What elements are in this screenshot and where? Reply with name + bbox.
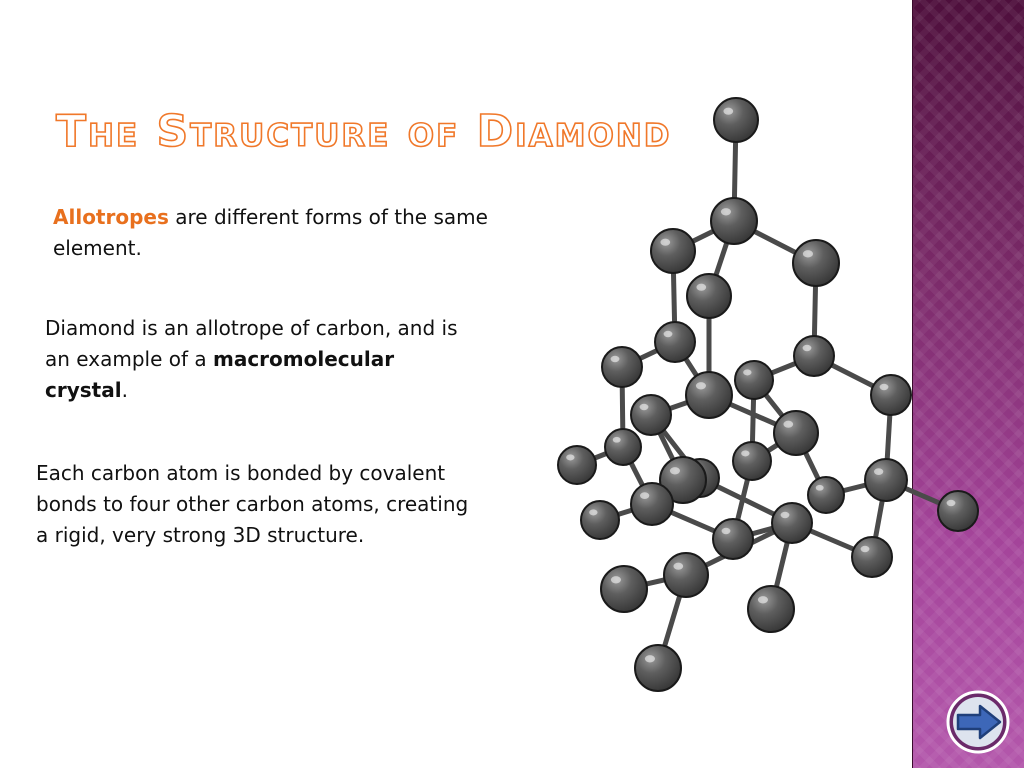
carbon-atom [600, 565, 648, 613]
diamond-period: . [121, 378, 128, 402]
diamond-paragraph: Diamond is an allotrope of carbon, and i… [45, 313, 475, 406]
carbon-atom [792, 239, 840, 287]
carbon-atom [771, 502, 813, 544]
carbon-atom [630, 482, 674, 526]
carbon-atom [734, 360, 774, 400]
next-slide-button[interactable] [946, 690, 1010, 754]
carbon-atom [710, 197, 758, 245]
carbon-atom [713, 97, 759, 143]
carbon-atom [732, 441, 772, 481]
carbon-atom [663, 552, 709, 598]
carbon-atom [654, 321, 696, 363]
carbon-atom [712, 518, 754, 560]
carbon-atom [557, 445, 597, 485]
diamond-text: Diamond is an allotrope of carbon, and i… [45, 316, 458, 371]
slide-title: The Structure of Diamond [55, 105, 672, 158]
allotropes-term: Allotropes [53, 205, 169, 229]
carbon-atom [634, 644, 682, 692]
carbon-atom [870, 374, 912, 416]
carbon-atom [864, 458, 908, 502]
carbon-atoms [557, 97, 979, 692]
carbon-atom [773, 410, 819, 456]
carbon-atom [686, 273, 732, 319]
carbon-atom [937, 490, 979, 532]
carbon-atom [685, 371, 733, 419]
decorative-side-band [912, 0, 1024, 768]
carbon-atom [659, 456, 707, 504]
diamond-structure-diagram [557, 97, 979, 692]
carbon-atom [604, 428, 642, 466]
next-arrow-icon [946, 690, 1010, 754]
carbon-atom [580, 500, 620, 540]
bonding-paragraph: Each carbon atom is bonded by covalent b… [36, 461, 469, 547]
carbon-atom [650, 228, 696, 274]
carbon-atom [851, 536, 893, 578]
carbon-atom [630, 394, 672, 436]
carbon-atom [807, 476, 845, 514]
macromolecular-term: macromolecular crystal [45, 347, 395, 402]
carbon-atom [601, 346, 643, 388]
carbon-atom [747, 585, 795, 633]
allotropes-definition: are different forms of the same element. [53, 205, 488, 260]
allotropes-paragraph: Allotropes are different forms of the sa… [53, 202, 493, 264]
carbon-atom [793, 335, 835, 377]
